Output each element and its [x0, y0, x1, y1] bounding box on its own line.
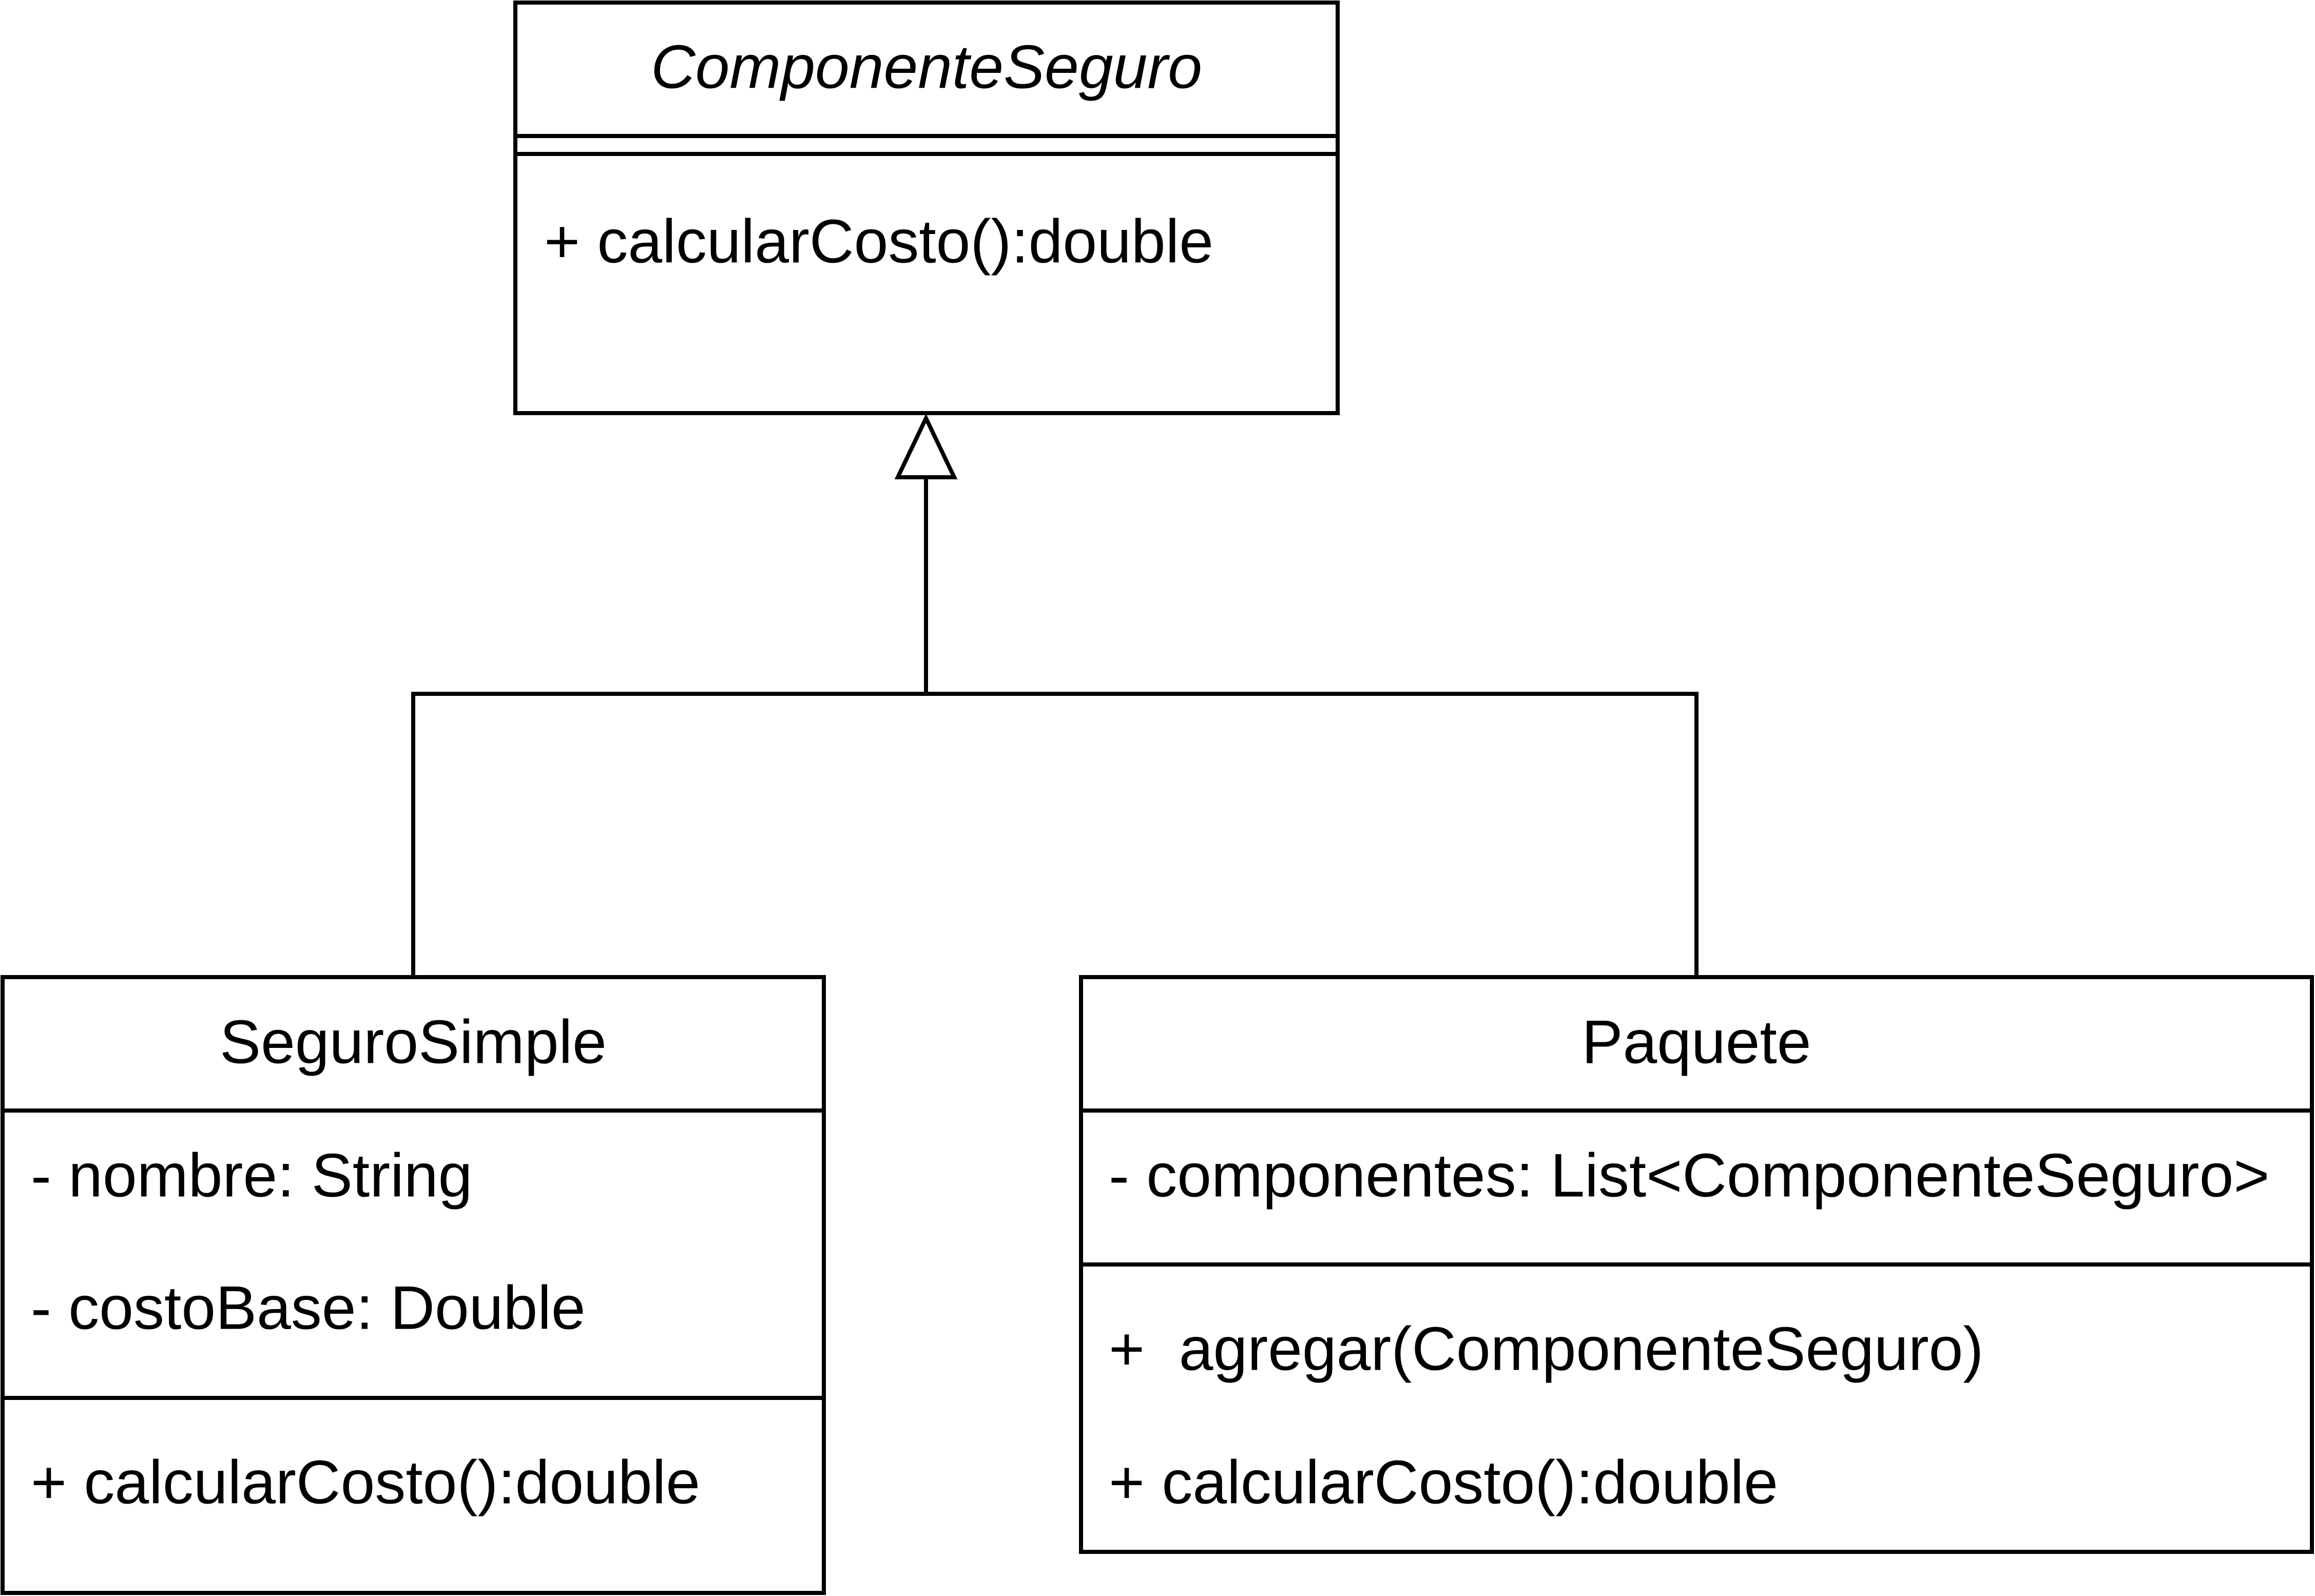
connector-branch	[411, 692, 1699, 976]
method-agregar: + agregar(ComponenteSeguro)	[1109, 1315, 1983, 1384]
class-paquete[interactable]: Paquete - componentes: List<ComponenteSe…	[1079, 975, 2314, 1554]
class-name: Paquete	[1581, 1008, 1811, 1077]
class-seguro-simple[interactable]: SeguroSimple - nombre: String - costoBas…	[1, 975, 826, 1595]
attribute-costo-base: - costoBase: Double	[31, 1274, 586, 1342]
method-calcular-costo: + calcularCosto():double	[1109, 1448, 1778, 1517]
class-name: SeguroSimple	[220, 1008, 607, 1077]
class-box	[1, 975, 826, 1595]
generalization-connector	[411, 413, 1699, 976]
attribute-componentes: - componentes: List<ComponenteSeguro>	[1109, 1141, 2269, 1210]
class-name: ComponenteSeguro	[651, 33, 1202, 102]
method-calcular-costo: + calcularCosto():double	[544, 207, 1213, 276]
class-box	[513, 1, 1340, 415]
class-componente-seguro[interactable]: ComponenteSeguro + calcularCosto():doubl…	[513, 1, 1340, 415]
inheritance-arrowhead	[894, 413, 958, 479]
attribute-nombre: - nombre: String	[31, 1141, 472, 1210]
method-calcular-costo: + calcularCosto():double	[31, 1448, 700, 1517]
